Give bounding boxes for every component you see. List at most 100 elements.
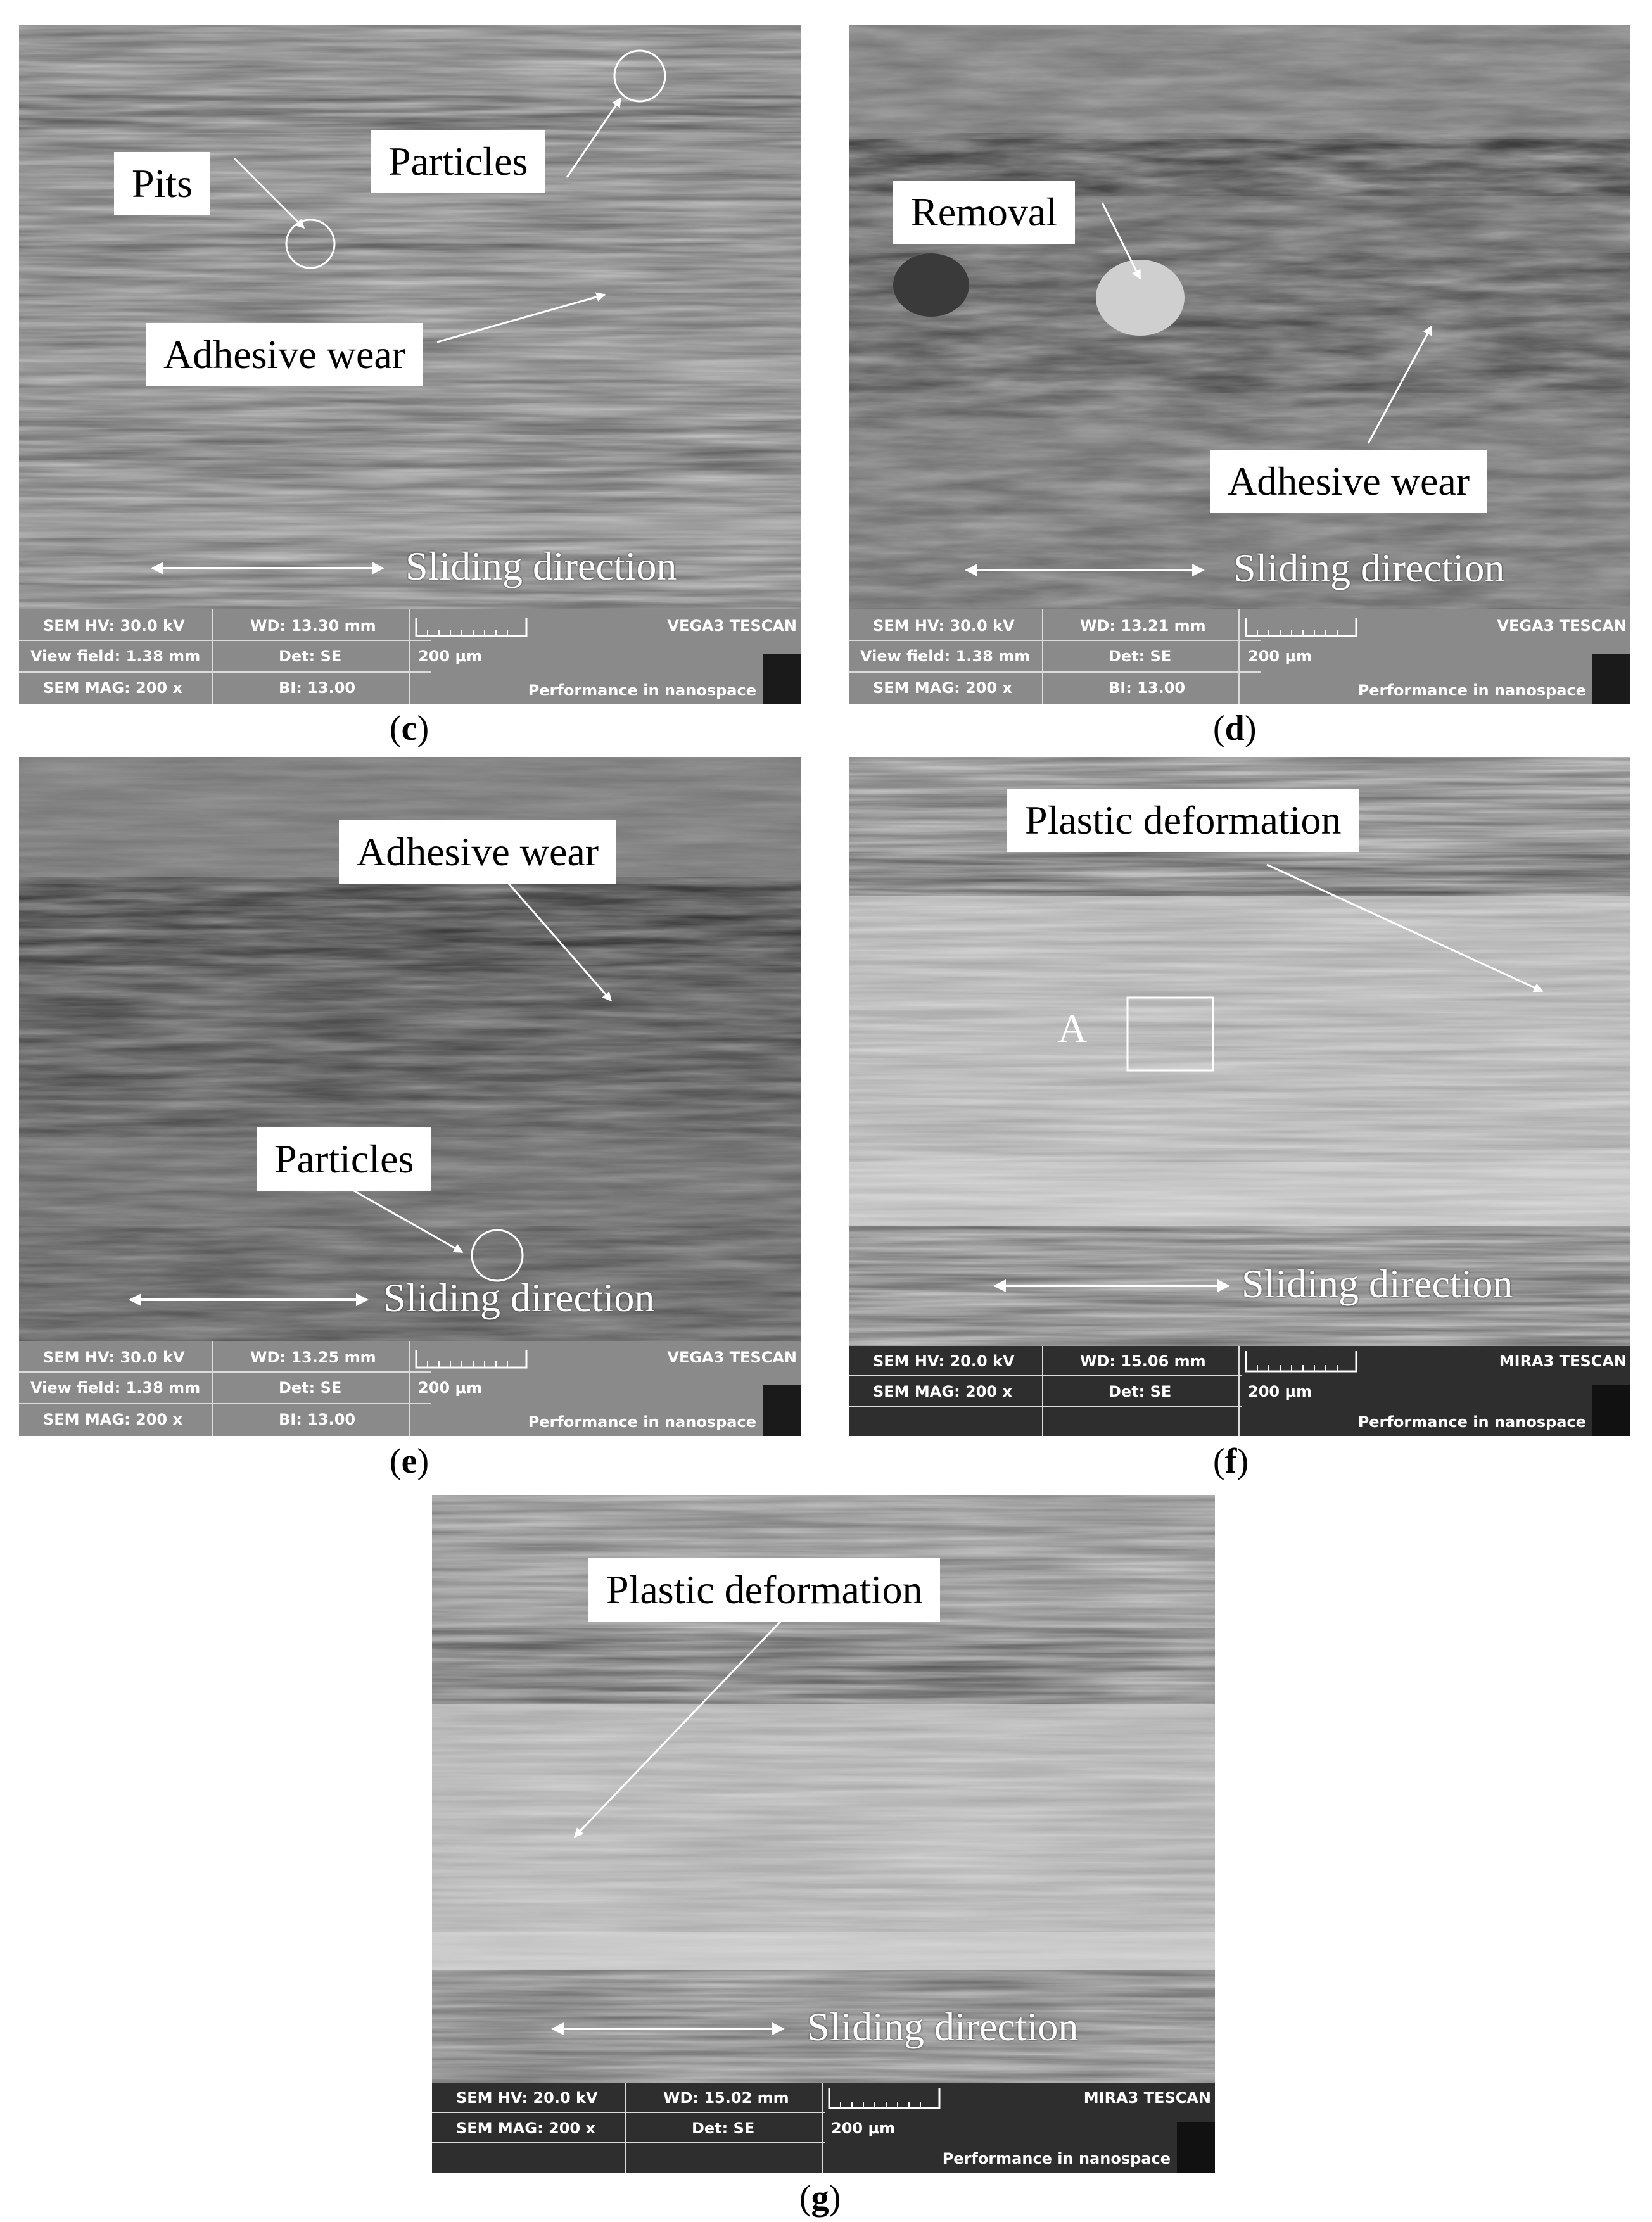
detector: Det: SE [1109,647,1172,665]
plastic-arrow [573,1617,785,1838]
removal-label: Removal [893,181,1076,244]
sliding-direction-label: Sliding direction [1242,1261,1513,1306]
particles-circle [471,1229,524,1282]
sem-micrograph-g [432,1495,1215,2083]
particles-circle [613,49,666,103]
caption-c: (c) [390,709,429,748]
sem-info-bar-d: SEM HV: 30.0 kV WD: 13.21 mm View field:… [849,609,1630,704]
removal-arrow [1101,202,1141,280]
microscope-brand: VEGA3 TESCAN [667,1349,797,1366]
sem-magnification: SEM MAG: 200 x [456,2119,595,2137]
sem-panel-f: Plastic deformation A Sliding direction … [849,757,1630,1436]
view-field: View field: 1.38 mm [30,647,201,665]
pits-circle [285,219,336,269]
microscope-brand: VEGA3 TESCAN [667,617,797,635]
scale-bar-label: 200 μm [418,1379,483,1397]
brightness-index: BI: 13.00 [279,679,356,697]
plastic-deformation-label: Plastic deformation [588,1558,941,1622]
caption-d: (d) [1213,709,1257,748]
brightness-index: BI: 13.00 [1109,679,1186,697]
sem-info-bar-f: SEM HV: 20.0 kV WD: 15.06 mm SEM MAG: 20… [849,1346,1630,1436]
scale-bar-label: 200 μm [1248,1383,1312,1400]
annotation-layer-c [151,49,666,575]
sem-info-bar-e: SEM HV: 30.0 kV WD: 13.25 mm View field:… [19,1341,801,1436]
adhesive-arrow [436,292,606,343]
tagline: Performance in nanospace [942,2150,1171,2168]
annotation-layer-f [993,863,1544,1292]
pits-label: Pits [114,152,211,215]
tagline: Performance in nanospace [1357,682,1586,699]
tescan-logo-icon [1592,654,1630,704]
sem-micrograph-f [849,757,1630,1346]
particles-label: Particles [257,1127,432,1191]
view-field: View field: 1.38 mm [860,647,1031,665]
sem-hv: SEM HV: 20.0 kV [873,1352,1015,1370]
tagline: Performance in nanospace [1357,1413,1586,1431]
tescan-logo-icon [763,1385,801,1436]
sem-magnification: SEM MAG: 200 x [873,1383,1012,1400]
tagline: Performance in nanospace [528,682,756,699]
microscope-brand: MIRA3 TESCAN [1083,2089,1211,2107]
tagline: Performance in nanospace [528,1413,756,1431]
annotation-layer-g [551,1617,785,2035]
sem-magnification: SEM MAG: 200 x [43,1411,182,1428]
adhesive-arrow [499,873,613,1002]
sem-panel-g: Plastic deformation Sliding direction SE… [432,1495,1215,2173]
sem-panel-e: Adhesive wear Particles Sliding directio… [19,757,801,1436]
particles-arrow [566,97,622,178]
tescan-logo-icon [1592,1385,1630,1436]
working-distance: WD: 15.02 mm [663,2089,789,2107]
detector: Det: SE [1109,1383,1172,1400]
sem-hv: SEM HV: 30.0 kV [873,617,1015,635]
working-distance: WD: 13.30 mm [250,617,376,635]
adhesive-arrow [1367,325,1433,444]
scale-bar-icon [415,1350,528,1369]
pits-arrow [233,157,305,229]
microscope-brand: MIRA3 TESCAN [1499,1352,1627,1370]
working-distance: WD: 13.21 mm [1080,617,1206,635]
sem-magnification: SEM MAG: 200 x [873,679,1012,697]
detector: Det: SE [279,647,342,665]
scale-bar-label: 200 μm [1248,647,1312,665]
particles-label: Particles [371,130,546,193]
sliding-direction-label: Sliding direction [383,1275,655,1320]
microscope-brand: VEGA3 TESCAN [1497,617,1627,635]
sem-hv: SEM HV: 30.0 kV [43,1349,185,1366]
sem-magnification: SEM MAG: 200 x [43,679,182,697]
brightness-index: BI: 13.00 [279,1411,356,1428]
annotation-layer-e [129,873,613,1306]
detector: Det: SE [279,1379,342,1397]
caption-e: (e) [390,1442,429,1481]
working-distance: WD: 15.06 mm [1080,1352,1206,1370]
scale-bar-icon [1245,1351,1357,1373]
scale-bar-icon [1245,618,1357,637]
sliding-direction-label: Sliding direction [1233,545,1505,590]
sem-panel-c: Pits Particles Adhesive wear Sliding dir… [19,25,801,704]
working-distance: WD: 13.25 mm [250,1349,376,1366]
annotation-layer-d [965,202,1433,576]
scale-bar-icon [828,2088,941,2109]
region-a-box [1126,996,1214,1072]
adhesive-wear-label: Adhesive wear [1210,450,1488,513]
scale-bar-label: 200 μm [831,2119,896,2137]
scale-bar-icon [415,618,528,637]
plastic-deformation-label: Plastic deformation [1007,789,1359,852]
sem-micrograph-c [19,25,801,609]
particles-arrow [348,1186,464,1254]
sliding-direction-label: Sliding direction [807,2004,1079,2049]
tescan-logo-icon [1177,2122,1215,2173]
caption-g: (g) [799,2178,841,2218]
sem-info-bar-c: SEM HV: 30.0 kV WD: 13.30 mm View field:… [19,609,801,704]
sem-panel-d: Removal Adhesive wear Sliding direction … [849,25,1630,704]
adhesive-wear-label: Adhesive wear [339,820,617,884]
plastic-arrow [1266,863,1544,993]
view-field: View field: 1.38 mm [30,1379,201,1397]
detector: Det: SE [692,2119,755,2137]
sem-hv: SEM HV: 20.0 kV [456,2089,598,2107]
tescan-logo-icon [763,654,801,704]
adhesive-wear-label: Adhesive wear [146,323,424,386]
region-a-label: A [1058,1006,1088,1051]
sem-micrograph-e [19,757,801,1341]
sem-hv: SEM HV: 30.0 kV [43,617,185,635]
caption-f: (f) [1213,1442,1249,1481]
